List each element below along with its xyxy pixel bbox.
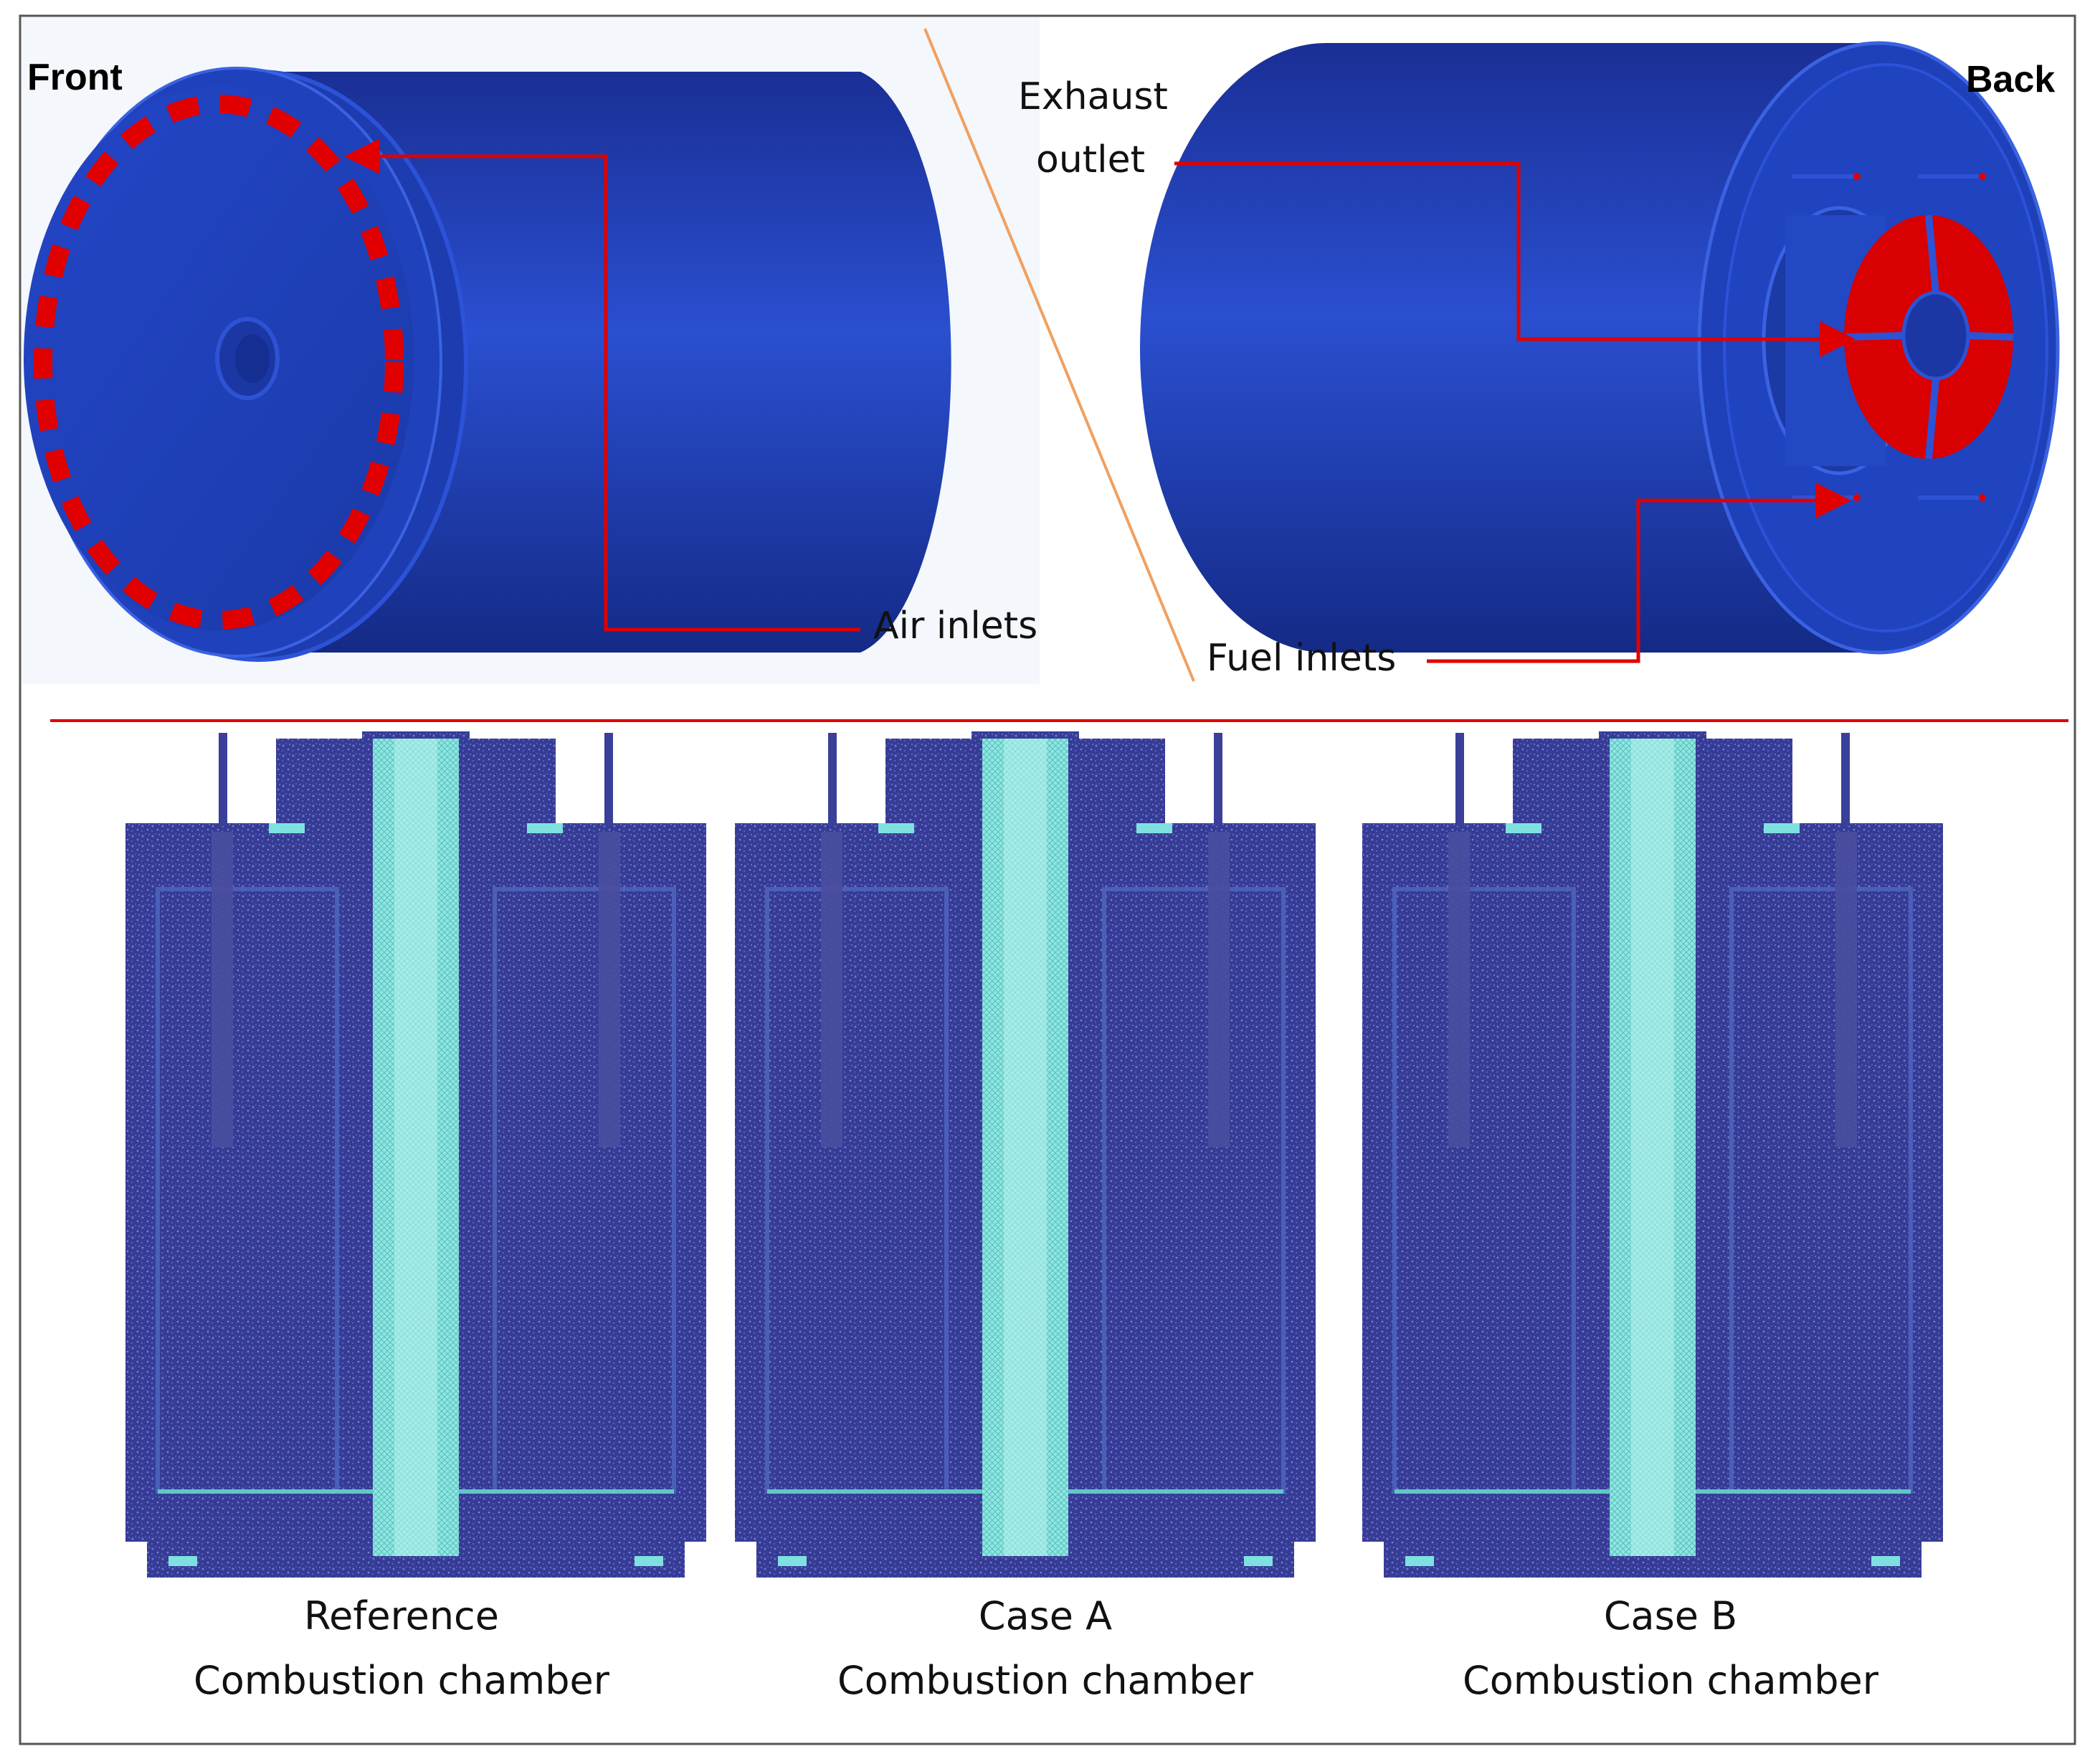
mesh-label-line2: Combustion chamber <box>1463 1658 1879 1703</box>
mesh-panel-2: Case B Combustion chamber <box>1362 731 1943 1703</box>
front-label: Front <box>27 57 123 98</box>
mesh-label-line2: Combustion chamber <box>194 1658 610 1703</box>
mesh-label-line1: Case B <box>1604 1593 1737 1639</box>
exhaust-label-line2: outlet <box>1036 138 1145 181</box>
mesh-panel-1: Case A Combustion chamber <box>735 731 1316 1703</box>
exhaust-label-line1: Exhaust <box>1018 75 1168 118</box>
air-inlets-leader <box>344 138 860 632</box>
mesh-label-line2: Combustion chamber <box>837 1658 1254 1703</box>
back-view: Back Exhaust outlet Fuel inlets <box>1018 41 2060 680</box>
mesh-label-line1: Case A <box>979 1593 1112 1639</box>
front-view: Front Air inlets <box>22 17 1040 684</box>
exhaust-outlet-leader <box>1174 161 1856 357</box>
air-inlets-label: Air inlets <box>873 604 1037 648</box>
mesh-label-line1: Reference <box>304 1593 499 1639</box>
air-inlets-ring <box>34 95 404 630</box>
fuel-inlets-leader <box>1427 483 1851 663</box>
view-divider <box>923 28 1195 682</box>
back-label: Back <box>1966 59 2055 100</box>
fuel-inlets-label: Fuel inlets <box>1207 637 1396 680</box>
exhaust-outlet <box>1844 214 2014 460</box>
